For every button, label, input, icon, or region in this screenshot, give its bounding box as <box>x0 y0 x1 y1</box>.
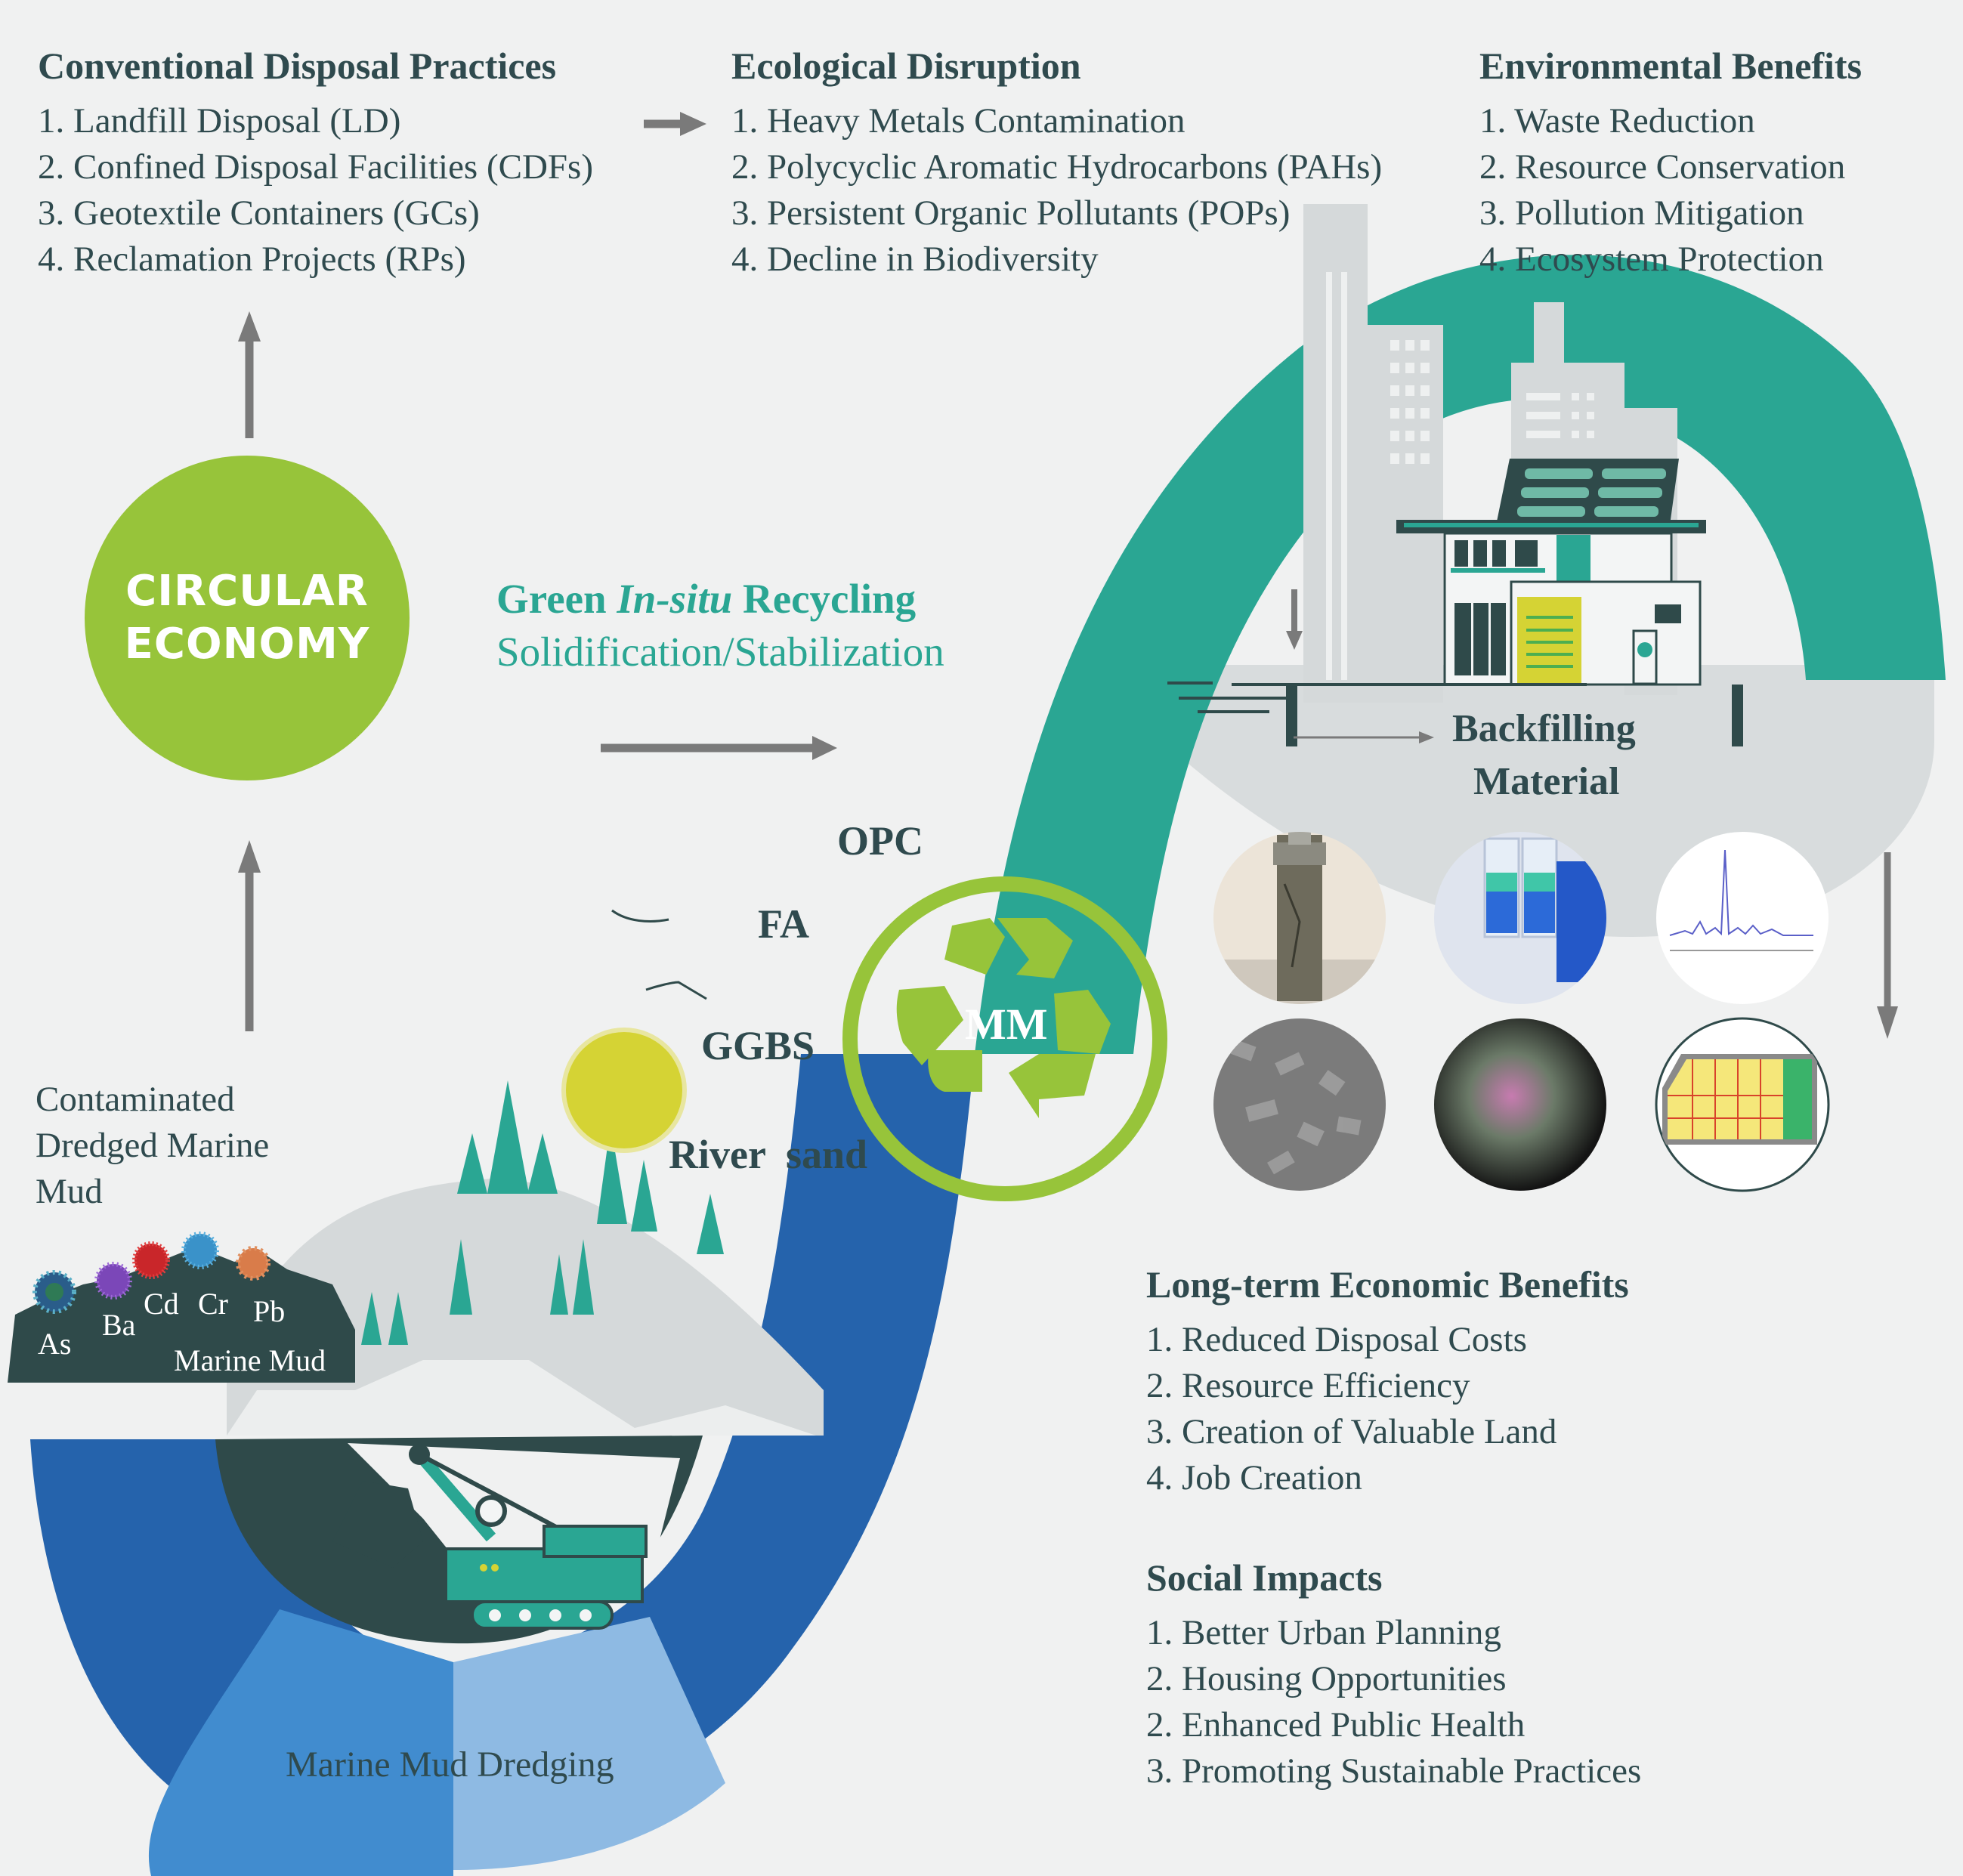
metal-label-cr: Cr <box>198 1287 228 1321</box>
recycling-subtitle: Solidification/Stabilization <box>496 629 944 675</box>
test-image-site-plan <box>1655 1017 1830 1192</box>
marine-mud-label: Marine Mud <box>174 1343 326 1377</box>
circular-economy-line2: ECONOMY <box>124 620 370 669</box>
center-label-mm: MM <box>965 1000 1048 1049</box>
list-item: 2. Polycyclic Aromatic Hydrocarbons (PAH… <box>731 147 1383 187</box>
environmental-benefits-section: Environmental Benefits 1. Waste Reductio… <box>1479 43 1862 283</box>
contaminated-line: Dredged Marine <box>36 1126 270 1165</box>
flow-arrows <box>238 112 1898 1039</box>
list-item: 1. Landfill Disposal (LD) <box>38 101 401 141</box>
heavy-metal-particles <box>32 1232 270 1314</box>
recycling-title: Green In-situ Recycling <box>496 574 916 624</box>
recycle-ring <box>842 876 1167 1201</box>
test-image-sem-micrograph <box>1213 1018 1386 1191</box>
binder-label-river-sand: River sand <box>669 1132 868 1177</box>
section-title: Ecological Disruption <box>731 45 1081 87</box>
eco-house <box>1167 459 1743 746</box>
contaminated-mud-label: Contaminated Dredged Marine Mud <box>36 1077 269 1215</box>
list-item: 4. Ecosystem Protection <box>1479 240 1824 279</box>
list-item: 2. Housing Opportunities <box>1146 1659 1507 1698</box>
conventional-disposal-section: Conventional Disposal Practices 1. Landf… <box>38 43 593 283</box>
recycling-title-suffix: Recycling <box>732 576 917 622</box>
metal-label-ba: Ba <box>102 1308 136 1342</box>
list-item: 2. Confined Disposal Facilities (CDFs) <box>38 147 593 187</box>
contaminated-line: Contaminated <box>36 1080 235 1119</box>
city-buildings <box>1303 204 1677 703</box>
building-windows <box>1326 272 1430 680</box>
bird-icon <box>645 981 707 1000</box>
list-item: 4. Job Creation <box>1146 1458 1362 1497</box>
list-item: 2. Enhanced Public Health <box>1146 1705 1526 1745</box>
list-item: 3. Geotextile Containers (GCs) <box>38 193 480 233</box>
recycling-title-prefix: Green <box>496 576 617 622</box>
s-curve-upper-teal <box>975 255 1946 1054</box>
landscape <box>227 909 824 1436</box>
list-item: 1. Better Urban Planning <box>1146 1613 1501 1652</box>
list-item: 2. Resource Efficiency <box>1146 1366 1470 1405</box>
binder-label-opc: OPC <box>837 818 923 864</box>
section-title: Long-term Economic Benefits <box>1146 1263 1629 1306</box>
dredging-wedges <box>148 1609 725 1876</box>
list-item: 3. Pollution Mitigation <box>1479 193 1804 233</box>
circular-economy-badge: CIRCULAR ECONOMY <box>85 456 410 780</box>
list-item: 2. Resource Conservation <box>1479 147 1846 187</box>
ecological-disruption-section: Ecological Disruption 1. Heavy Metals Co… <box>731 43 1382 283</box>
dredging-label: Marine Mud Dredging <box>286 1745 614 1785</box>
social-impacts-section: Social Impacts 1. Better Urban Planning … <box>1146 1555 1641 1794</box>
contaminated-line: Mud <box>36 1172 103 1211</box>
list-item: 1. Reduced Disposal Costs <box>1146 1320 1527 1359</box>
list-item: 3. Persistent Organic Pollutants (POPs) <box>731 193 1291 233</box>
backfilling-line2: Material <box>1473 760 1620 803</box>
list-item: 4. Reclamation Projects (RPs) <box>38 240 466 279</box>
circular-economy-line1: CIRCULAR <box>125 567 369 616</box>
solar-cells <box>1517 468 1666 517</box>
backfilling-line1: Backfilling <box>1452 707 1636 750</box>
excavator-icon <box>332 1444 648 1630</box>
section-title: Environmental Benefits <box>1479 45 1863 87</box>
list-item: 4. Decline in Biodiversity <box>731 240 1099 279</box>
bird-icon <box>611 909 669 923</box>
list-item: 3. Creation of Valuable Land <box>1146 1412 1557 1451</box>
list-item: 1. Waste Reduction <box>1479 101 1755 141</box>
sun-icon <box>561 1028 687 1153</box>
economic-benefits-section: Long-term Economic Benefits 1. Reduced D… <box>1146 1262 1629 1501</box>
test-image-eds-mapping <box>1434 1018 1606 1191</box>
section-title: Conventional Disposal Practices <box>38 45 557 87</box>
test-image-xrd-spectrum <box>1656 832 1829 1004</box>
recycle-icon <box>896 918 1111 1118</box>
binder-label-ggbs: GGBS <box>701 1023 815 1068</box>
section-title: Social Impacts <box>1146 1556 1383 1599</box>
contaminated-mud-rock <box>8 1232 355 1383</box>
metal-label-pb: Pb <box>253 1294 286 1328</box>
metal-label-as: As <box>38 1327 72 1361</box>
metal-label-cd: Cd <box>144 1287 179 1321</box>
recycling-title-italic: In-situ <box>617 576 733 622</box>
test-image-test-tube <box>1434 832 1606 1004</box>
list-item: 3. Promoting Sustainable Practices <box>1146 1751 1642 1791</box>
pine-trees <box>361 1080 724 1345</box>
binder-label-fa: FA <box>758 901 809 947</box>
list-item: 1. Heavy Metals Contamination <box>731 101 1186 141</box>
